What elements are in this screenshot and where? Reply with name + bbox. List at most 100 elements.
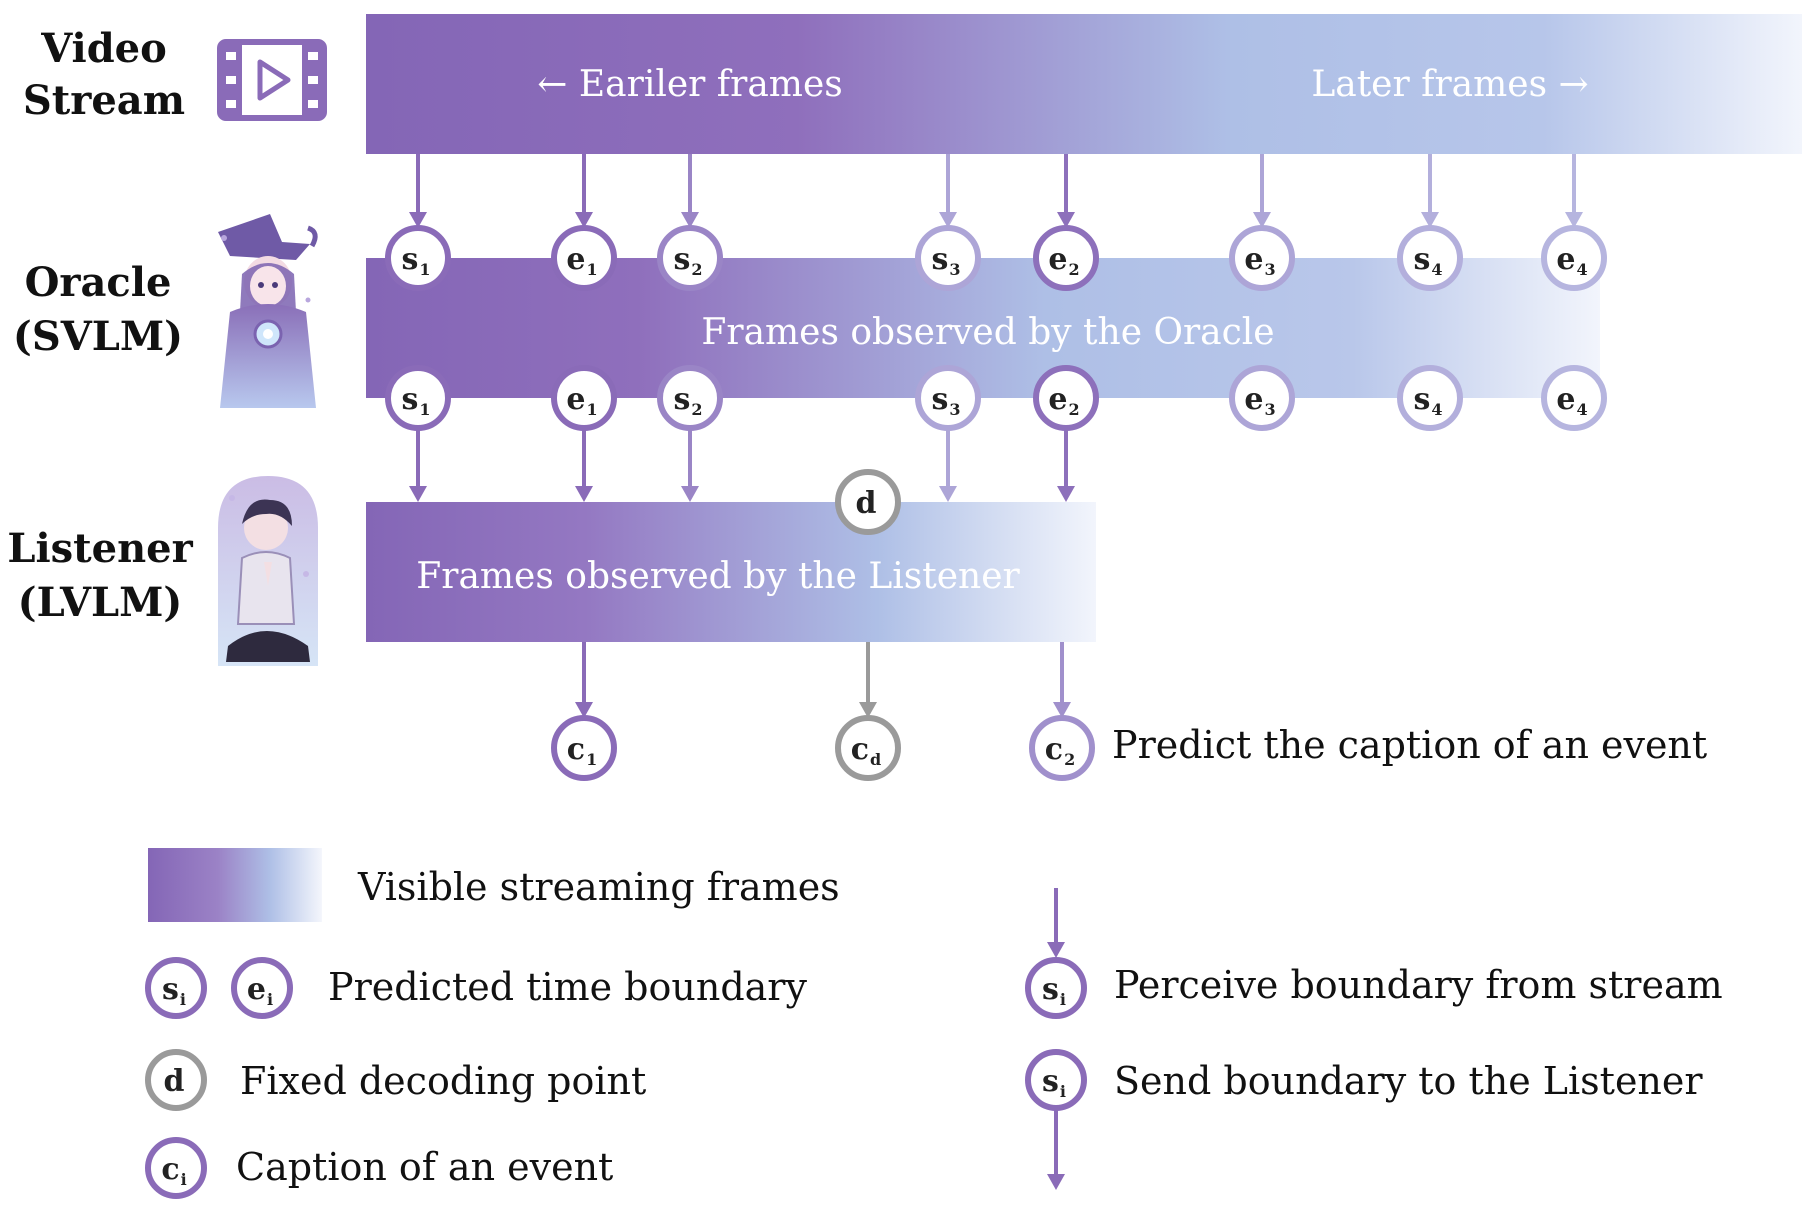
legend-fixed-decoding: Fixed decoding point [240,1059,646,1103]
boundary-s1-oracle-bottom: s1 [385,365,451,431]
legend: Visible streaming frames Predicted time … [145,848,1723,1199]
boundary-s1-oracle-top-sub: 1 [419,260,430,279]
boundary-e2-oracle-top-ring [1033,225,1099,291]
caption-c2: c2 [1029,715,1095,781]
boundary-e2-oracle-top-sub: 2 [1068,260,1079,279]
boundary-e4-perceive-arrow-head [1565,212,1583,228]
boundary-e2-send-arrow-head [1057,486,1075,502]
boundary-e1-perceive-arrow-head [575,212,593,228]
boundary-s3-oracle-top: s3 [915,225,981,291]
legend-symbol-e: ei [231,957,293,1019]
caption-d-arrow-head [859,702,877,718]
boundary-e4-oracle-bottom-sub: 4 [1576,400,1587,419]
legend-symbol-s-ring [145,957,207,1019]
boundary-e1-oracle-top: e1 [551,225,617,291]
boundary-s4-oracle-bottom-sub: 4 [1431,400,1442,419]
caption-cd-sub: d [870,750,881,769]
boundary-e4-oracle-top-sub: 4 [1576,260,1587,279]
caption-c2-ring [1029,715,1095,781]
boundary-s2-oracle-top: s2 [657,225,723,291]
legend-symbol-e-ring [231,957,293,1019]
boundary-s2-oracle-bottom-ring [657,365,723,431]
boundary-s1-oracle-bottom-ring [385,365,451,431]
boundary-s2-oracle-top-sub: 2 [691,260,702,279]
later-frames-label: Later frames → [1311,64,1588,105]
boundary-s2-send-arrow-head [681,486,699,502]
boundary-e4-oracle-bottom-ring [1541,365,1607,431]
caption-c2-sub: 2 [1064,750,1075,769]
boundary-e2-oracle-bottom-ring [1033,365,1099,431]
boundary-s4-perceive-arrow-head [1421,212,1439,228]
boundary-e3-oracle-bottom: e3 [1229,365,1295,431]
row-label-video-2: Stream [23,77,185,124]
boundary-s3-send-arrow-head [939,486,957,502]
caption-c1: c1 [551,715,617,781]
legend-send: Send boundary to the Listener [1114,1059,1703,1103]
legend-symbol-e-text: ei [247,972,273,1009]
video-stream-band [366,14,1802,154]
boundary-e2-oracle-bottom: e2 [1033,365,1099,431]
legend-symbol-s-sub: i [180,990,186,1009]
boundary-e1-oracle-bottom-sub: 1 [586,400,597,419]
boundary-s1-oracle-top-ring [385,225,451,291]
boundary-s2-oracle-top-ring [657,225,723,291]
caption-c1-sub: 1 [586,750,597,769]
video-play-icon [217,39,327,121]
boundary-e2-oracle-top: e2 [1033,225,1099,291]
boundary-s4-oracle-top: s4 [1397,225,1463,291]
legend-symbol-e-sub: i [267,990,273,1009]
legend-symbol-s: si [145,957,207,1019]
legend-perceive-symbol-ring [1025,957,1087,1019]
boundary-e2-oracle-bottom-text: e2 [1048,382,1079,419]
legend-send-arrow-head [1047,1174,1065,1190]
boundary-e4-oracle-top: e4 [1541,225,1607,291]
legend-symbol-d: d [145,1049,207,1111]
boundary-e3-oracle-top-ring [1229,225,1295,291]
flow-arrows-layer [409,154,1583,718]
boundary-s3-perceive-arrow-head [939,212,957,228]
legend-caption-event: Caption of an event [236,1145,613,1189]
boundary-e2-perceive-arrow-head [1057,212,1075,228]
legend-perceive-arrow-head [1047,942,1065,958]
boundary-s1-oracle-top: s1 [385,225,451,291]
row-label-listener-2: (LVLM) [18,579,183,626]
boundary-s4-oracle-top-sub: 4 [1431,260,1442,279]
boundary-e1-oracle-top-ring [551,225,617,291]
legend-symbol-d-text: d [164,1064,185,1099]
boundary-e1-oracle-top-sub: 1 [586,260,597,279]
legend-send-symbol-ring [1025,1049,1087,1111]
wizard-oracle-icon [218,214,318,408]
boundary-e2-oracle-top-text: e2 [1048,242,1079,279]
boundary-e3-oracle-top-sub: 3 [1264,260,1275,279]
boundary-e1-oracle-bottom: e1 [551,365,617,431]
boundary-s4-oracle-top-ring [1397,225,1463,291]
boundary-e4-oracle-bottom: e4 [1541,365,1607,431]
row-label-listener-1: Listener [7,525,193,572]
row-label-oracle-2: (SVLM) [13,313,183,360]
caption-cd: cd [835,715,901,781]
boundary-e1-send-arrow-head [575,486,593,502]
legend-perceive: Perceive boundary from stream [1114,963,1723,1007]
listener-band-label: Frames observed by the Listener [416,556,1020,597]
boundary-e3-perceive-arrow-head [1253,212,1271,228]
boundary-e4-oracle-top-ring [1541,225,1607,291]
boundary-s3-oracle-bottom-sub: 3 [949,400,960,419]
decode-point-d: d [835,469,901,535]
legend-perceive-symbol: si [1025,957,1087,1019]
boundary-s3-oracle-bottom-ring [915,365,981,431]
row-label-oracle-1: Oracle [25,259,172,306]
boundary-s3-oracle-top-ring [915,225,981,291]
boundary-s2-perceive-arrow-head [681,212,699,228]
decode-point-d-ring [835,469,901,535]
legend-send-symbol-sub: i [1060,1082,1066,1101]
caption-2-arrow-head [1053,702,1071,718]
boundary-s2-oracle-bottom: s2 [657,365,723,431]
caption-note-text: Predict the caption of an event [1112,723,1707,767]
boundary-e3-oracle-bottom-ring [1229,365,1295,431]
decode-point-d-text: d [856,486,877,521]
boundary-e1-oracle-bottom-ring [551,365,617,431]
listener-band [366,502,1096,642]
